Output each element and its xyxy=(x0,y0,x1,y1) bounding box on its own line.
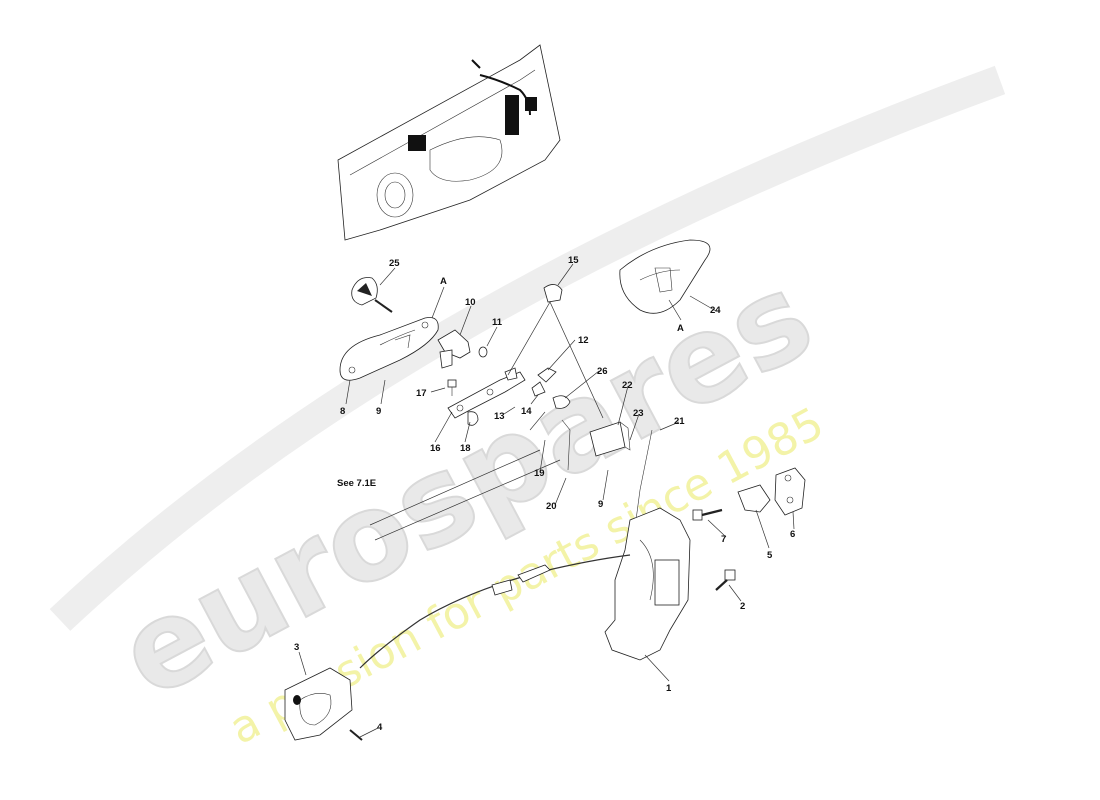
callout-21: 21 xyxy=(674,416,685,427)
release-cable-illustration xyxy=(359,554,631,669)
callout-12: 12 xyxy=(578,335,589,346)
screw-4-illustration xyxy=(349,729,363,741)
callout-9-right: 9 xyxy=(598,499,603,510)
bolt-2-illustration xyxy=(715,569,736,591)
callout-8: 8 xyxy=(340,406,345,417)
reference-note: See 7.1E xyxy=(337,478,376,489)
callout-5: 5 xyxy=(767,550,773,561)
rod-19-illustration xyxy=(529,411,546,431)
callout-10: 10 xyxy=(465,297,476,308)
callout-20: 20 xyxy=(546,501,557,512)
inside-release-handle-illustration xyxy=(284,667,353,741)
callout-9-left: 9 xyxy=(376,406,381,417)
interior-handle-illustration xyxy=(339,317,439,381)
connector-illustration xyxy=(537,367,557,383)
view-marker-a-right: A xyxy=(677,323,684,334)
callout-18: 18 xyxy=(460,443,471,454)
rod-21-illustration xyxy=(635,429,653,521)
callout-7: 7 xyxy=(721,534,726,545)
rod-20-illustration xyxy=(561,419,571,471)
callout-14: 14 xyxy=(521,406,532,417)
callout-24: 24 xyxy=(710,305,721,316)
callout-15: 15 xyxy=(568,255,579,266)
striker-illustration xyxy=(737,484,771,513)
key-illustration xyxy=(351,277,393,313)
watermark-swoosh xyxy=(49,65,1006,631)
callout-4: 4 xyxy=(377,722,383,733)
lever-plate-illustration xyxy=(447,367,526,419)
cap-illustration xyxy=(543,284,563,303)
bolt-7-illustration xyxy=(692,508,723,521)
callout-26: 26 xyxy=(597,366,608,377)
control-module-illustration xyxy=(589,421,631,457)
callout-3: 3 xyxy=(294,642,299,653)
striker-plate-illustration xyxy=(774,467,806,516)
watermark: eurospares a passion for parts since 198… xyxy=(49,65,1006,755)
clip-illustration xyxy=(478,346,488,358)
callout-19: 19 xyxy=(534,468,545,479)
callout-6: 6 xyxy=(790,529,795,540)
callout-1: 1 xyxy=(666,683,672,694)
callout-16: 16 xyxy=(430,443,441,454)
callout-13: 13 xyxy=(494,411,505,422)
view-marker-a-left: A xyxy=(440,276,447,287)
callout-25: 25 xyxy=(389,258,400,269)
spring-clip-illustration xyxy=(552,395,571,409)
callout-23: 23 xyxy=(633,408,644,419)
lock-barrel-illustration xyxy=(437,329,471,369)
bolt-illustration xyxy=(447,379,457,396)
callout-22: 22 xyxy=(622,380,633,391)
door-inner-panel-illustration xyxy=(337,44,561,241)
callout-labels: 1 2 3 4 5 6 7 8 9 9 10 11 12 13 14 15 16… xyxy=(294,255,795,733)
leader-lines xyxy=(298,263,795,738)
callout-11: 11 xyxy=(492,317,503,328)
exterior-handle-illustration xyxy=(619,239,711,314)
clip-18-illustration xyxy=(467,411,479,426)
callout-17: 17 xyxy=(416,388,427,399)
door-lock-illustration xyxy=(604,507,691,661)
callout-2: 2 xyxy=(740,601,745,612)
